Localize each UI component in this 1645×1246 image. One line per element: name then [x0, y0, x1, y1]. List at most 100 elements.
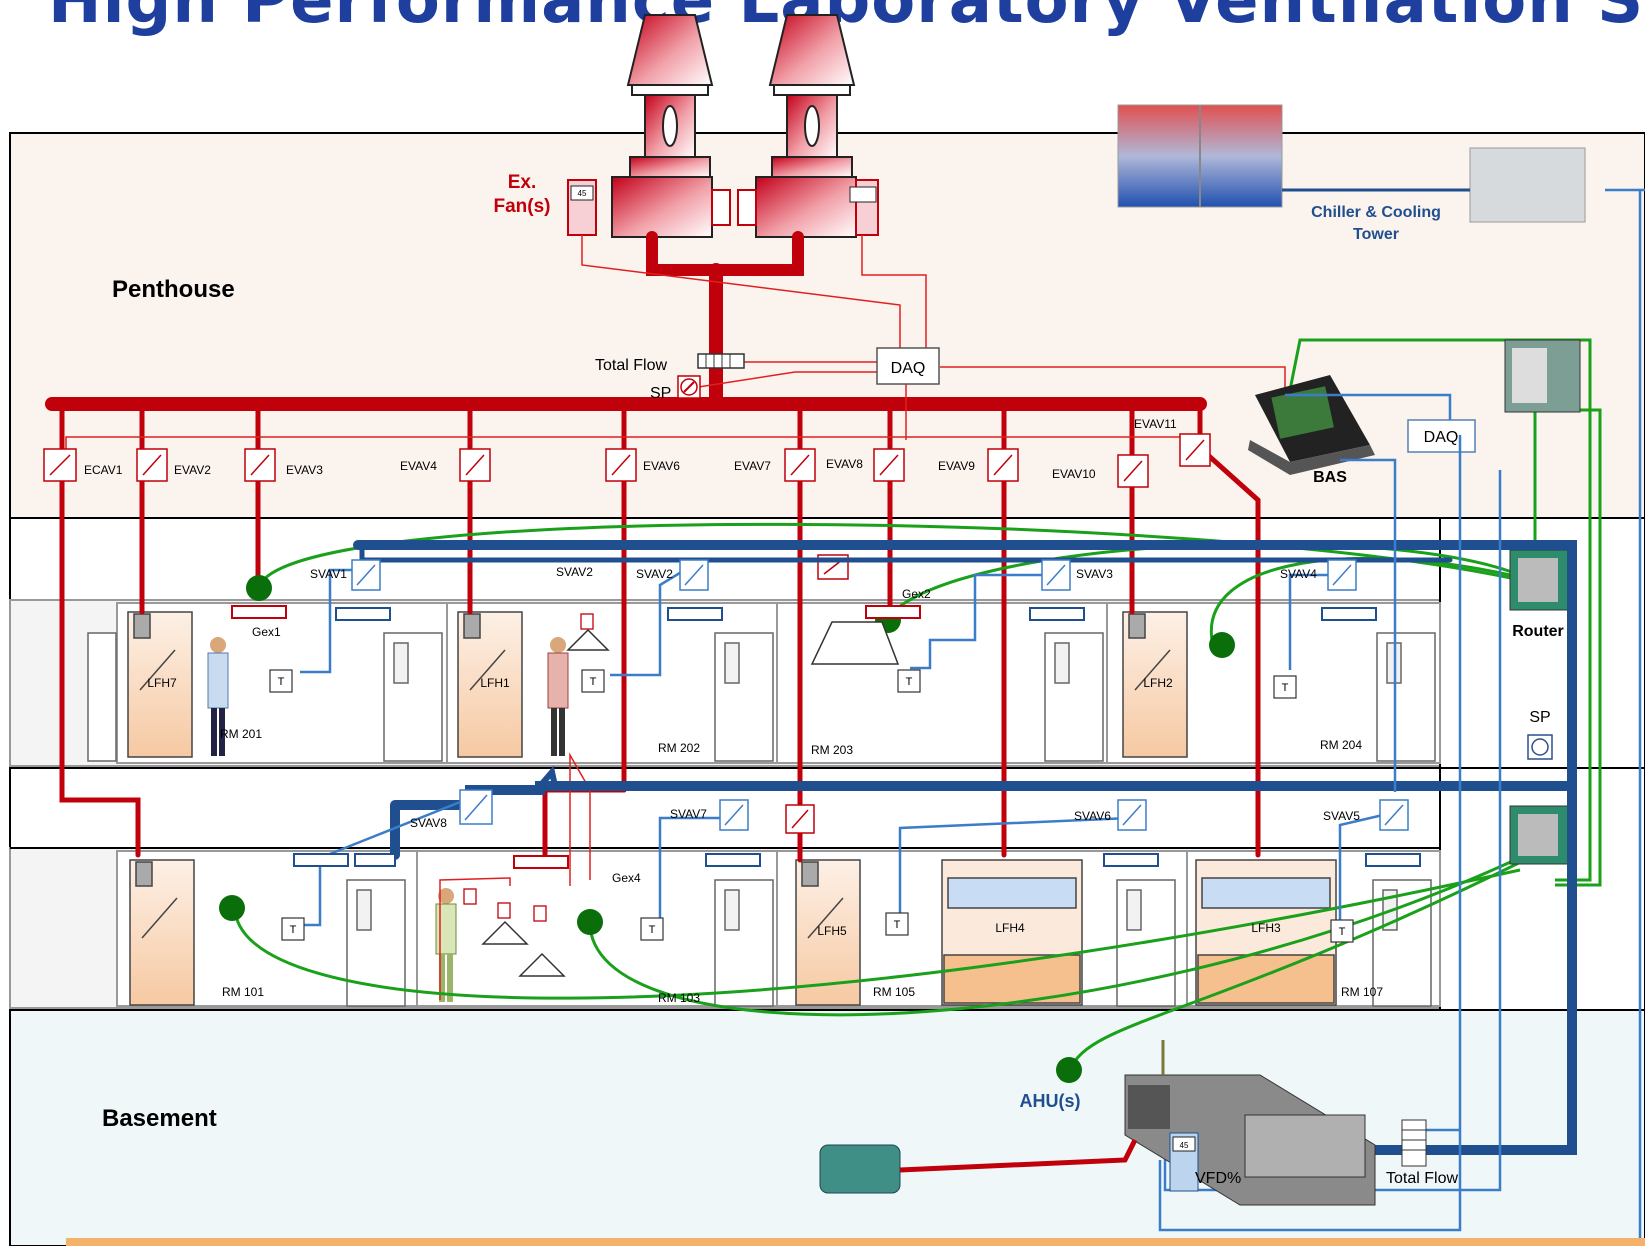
bas-label: BAS	[1313, 469, 1347, 486]
exhaust-fan-2	[737, 14, 879, 238]
thermostat-icon	[1330, 919, 1354, 943]
vav-label: EVAV8	[826, 457, 863, 471]
fume-hood-lfh7	[127, 611, 193, 758]
gex-label: Gex4	[612, 871, 641, 885]
boiler	[819, 1144, 901, 1194]
exhaust-vav-boxes	[43, 433, 1211, 834]
exhaust-vav-box	[43, 448, 77, 482]
gex-label: Gex1	[252, 625, 281, 639]
vav-label: ECAV1	[84, 463, 123, 477]
exhaust-vav-box	[244, 448, 276, 482]
thermostat-icon	[640, 917, 664, 941]
vav-label: EVAV7	[734, 459, 771, 473]
room-label: RM 202	[658, 741, 700, 755]
thermostat-label: T	[278, 676, 285, 688]
basement-label: Basement	[102, 1105, 217, 1132]
room-label: RM 103	[658, 991, 700, 1005]
thermostat-icon	[269, 669, 293, 693]
basement-total-flow-station	[1401, 1119, 1427, 1167]
sp-label: SP	[650, 385, 671, 402]
fan-display-value: 45	[578, 189, 587, 198]
basement-zone	[9, 1009, 1645, 1246]
gex-sensor	[577, 909, 603, 935]
penthouse-label: Penthouse	[112, 276, 235, 303]
thermostat-labels: T T T T T T T T	[278, 676, 1346, 938]
room-label: RM 201	[220, 727, 262, 741]
vav-label: SVAV7	[670, 807, 707, 821]
thermostat-label: T	[590, 676, 597, 688]
thermostat-label: T	[906, 676, 913, 688]
thermostat-label: T	[649, 924, 656, 936]
supply-vav-box	[1379, 799, 1409, 831]
person-icon	[435, 888, 457, 1002]
total-flow-label: Total Flow	[595, 357, 667, 374]
gex-sensor	[246, 575, 272, 601]
supply-vav-box	[1041, 559, 1071, 591]
snorkel-dampers	[463, 613, 594, 922]
gex-sensor	[1209, 632, 1235, 658]
daq-label: DAQ	[891, 360, 926, 377]
room-label: RM 107	[1341, 985, 1383, 999]
gex-label: Gex2	[902, 587, 931, 601]
daq-right	[1407, 419, 1476, 453]
supply-diffusers	[293, 607, 1421, 867]
supply-vav-labels: SVAV1 SVAV2 SVAV2 SVAV3 SVAV4 SVAV5 SVAV…	[310, 565, 1360, 830]
supply-vav-box	[1327, 559, 1357, 591]
exhaust-fans	[567, 14, 879, 238]
person-icon	[547, 637, 569, 756]
vav-label: SVAV8	[410, 816, 447, 830]
hood-label: LFH2	[1143, 676, 1173, 690]
exhaust-ductwork	[45, 231, 1261, 863]
thermostats	[269, 669, 1354, 943]
vav-label: SVAV5	[1323, 809, 1360, 823]
person-icons	[207, 637, 569, 1002]
fume-hood-lfh2	[1122, 611, 1188, 758]
fume-hood-labels: LFH7 LFH1 LFH2 LFH5 LFH4 LFH3	[147, 676, 1281, 938]
gex-sensor	[1056, 1057, 1082, 1083]
ahu-label: AHU(s)	[1020, 1091, 1081, 1111]
supply-vav-boxes	[351, 559, 1409, 831]
vfd-label: VFD%	[1195, 1170, 1241, 1187]
vav-label: SVAV4	[1280, 567, 1317, 581]
vav-label: EVAV6	[643, 459, 680, 473]
exhaust-vav-box	[1117, 454, 1149, 488]
thermostat-icon	[1273, 675, 1297, 699]
thermostat-label: T	[290, 924, 297, 936]
basement-total-flow-label: Total Flow	[1386, 1170, 1458, 1187]
thermostat-label: T	[894, 919, 901, 931]
page-title: High Performance Laboratory Ventilation …	[48, 0, 1645, 38]
thermostat-icon	[281, 917, 305, 941]
total-flow-station	[697, 353, 745, 369]
exhaust-vav-box	[459, 448, 491, 482]
room-label: RM 203	[811, 743, 853, 757]
vav-label: SVAV2	[636, 567, 673, 581]
footer-accent-bar	[66, 1238, 1645, 1246]
thermostat-label: T	[1339, 926, 1346, 938]
person-icon	[207, 637, 229, 756]
general-exhaust-grilles	[231, 605, 921, 869]
fume-hood-lfh3	[1195, 859, 1337, 1006]
exhaust-vav-box	[136, 448, 168, 482]
vav-label: EVAV4	[400, 459, 437, 473]
fume-hood-lfh1	[457, 611, 523, 758]
exhaust-vav-box	[873, 448, 905, 482]
fume-hood-rm101	[129, 859, 195, 1006]
vav-label: EVAV9	[938, 459, 975, 473]
supply-vav-box	[719, 799, 749, 831]
room-label: RM 101	[222, 985, 264, 999]
vav-label: EVAV10	[1052, 467, 1096, 481]
vav-label: SVAV6	[1074, 809, 1111, 823]
hood-label: LFH5	[817, 924, 847, 938]
vfd-display-value: 45	[1180, 1141, 1189, 1150]
room-labels: RM 201 RM 202 RM 203 RM 204 RM 101 RM 10…	[220, 727, 1383, 1005]
chiller	[1469, 147, 1586, 223]
exhaust-vav-box	[785, 804, 815, 834]
supply-vav-box	[1117, 799, 1147, 831]
daq-label: DAQ	[1424, 429, 1459, 446]
gex-sensor	[219, 895, 245, 921]
daq-penthouse	[876, 347, 940, 385]
vav-label: EVAV2	[174, 463, 211, 477]
hood-label: LFH4	[995, 921, 1025, 935]
